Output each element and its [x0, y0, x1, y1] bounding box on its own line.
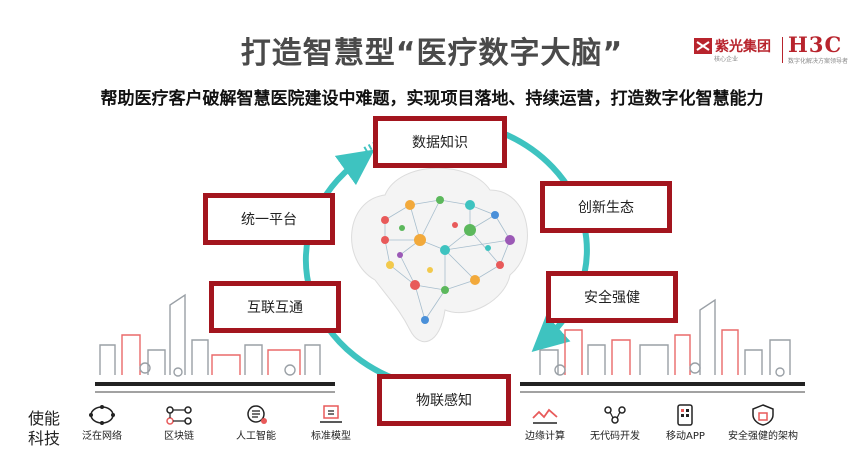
- tech-label-mobile-app: 移动APP: [666, 431, 705, 442]
- enabling-tech-line1: 使能: [28, 409, 61, 428]
- tech-item-edge-computing: 边缘计算: [525, 404, 565, 442]
- h3c-logo: H3C: [788, 32, 843, 57]
- page-subtitle: 帮助医疗客户破解智慧医院建设中难题，实现项目落地、持续运营，打造数字化智慧能力: [100, 89, 764, 109]
- box-interconnection: 互联互通: [209, 281, 341, 333]
- tech-label-nocode: 无代码开发: [590, 431, 640, 442]
- box-innovation-ecosystem: 创新生态: [540, 181, 672, 233]
- mobile-app-icon: [677, 404, 694, 426]
- box-data-knowledge: 数据知识: [373, 116, 507, 168]
- tech-label-ai: 人工智能: [236, 431, 276, 442]
- tech-label-edge-computing: 边缘计算: [525, 431, 565, 442]
- ai-icon: [247, 405, 267, 424]
- tech-item-model: 标准模型: [311, 404, 351, 442]
- enabling-tech-line2: 科技: [28, 429, 61, 448]
- h3c-subtext: 数字化解决方案领导者: [788, 58, 849, 65]
- company-logo: 紫光集团 核心企业 H3C 数字化解决方案领导者: [694, 32, 854, 66]
- unisgroup-logo: 紫光集团: [694, 36, 771, 56]
- model-icon: [320, 405, 342, 423]
- enabling-tech-label: 使能 科技: [28, 409, 60, 449]
- edge-computing-icon: [532, 408, 558, 424]
- tech-item-network: 泛在网络: [82, 404, 122, 442]
- secure-architecture-icon: [752, 404, 774, 426]
- tech-item-secure-architecture: 安全强健的架构: [728, 404, 798, 442]
- unisgroup-name: 紫光集团: [715, 39, 771, 55]
- box-iot-perception: 物联感知: [377, 374, 511, 426]
- tech-label-model: 标准模型: [311, 431, 351, 442]
- tech-label-network: 泛在网络: [82, 431, 122, 442]
- tech-item-blockchain: 区块链: [164, 404, 194, 442]
- logo-separator: [782, 37, 783, 63]
- brain-network-icon: [351, 167, 528, 342]
- page-title: 打造智慧型“医疗数字大脑”: [240, 36, 624, 71]
- tech-label-secure-architecture: 安全强健的架构: [728, 431, 798, 442]
- blockchain-icon: [166, 406, 192, 425]
- tech-item-ai: 人工智能: [236, 404, 276, 442]
- tech-label-blockchain: 区块链: [164, 431, 194, 442]
- nocode-icon: [604, 406, 626, 424]
- tech-item-nocode: 无代码开发: [590, 404, 640, 442]
- unisgroup-mark-icon: [694, 38, 712, 54]
- network-icon: [89, 405, 115, 425]
- box-unified-platform: 统一平台: [203, 193, 335, 245]
- unisgroup-subtext: 核心企业: [714, 56, 739, 63]
- tech-item-mobile-app: 移动APP: [666, 404, 705, 442]
- box-security-robust: 安全强健: [546, 271, 678, 323]
